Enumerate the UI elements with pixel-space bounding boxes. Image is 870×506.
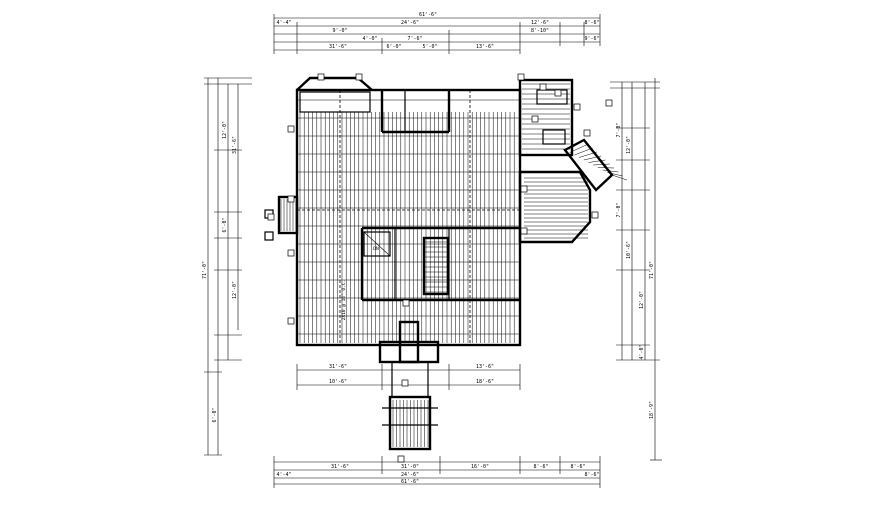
left-dim-4: 12'-0" [232, 281, 238, 299]
top-dim-9: 9'-6" [584, 36, 599, 42]
right-overall-dim: 71'-0" [649, 261, 655, 279]
mid-dim-2: 13'-6" [476, 364, 494, 370]
main-floor-block [295, 76, 522, 347]
mid-dim-3: 10'-6" [329, 379, 347, 385]
right-dim-7: 18'-9" [649, 401, 655, 419]
beam-tag-box [583, 129, 591, 137]
beam-tag-box [573, 103, 581, 111]
top-overall-dim: 61'-6" [419, 12, 437, 18]
joist-note: 2X10 @ 16" O.C. [341, 280, 347, 321]
beam-tag-box [287, 317, 295, 325]
framing-line [579, 151, 597, 158]
top-dim-12: 5'-0" [422, 44, 437, 50]
right-wing [518, 78, 628, 244]
top-dim-1: 4'-4" [276, 20, 291, 26]
top-dim-4: 8'-6" [584, 20, 599, 26]
entry-joists [392, 400, 429, 447]
framing-line [602, 169, 619, 173]
top-dim-5: 9'-0" [332, 28, 347, 34]
top-dim-13: 13'-6" [476, 44, 494, 50]
top-dim-6: 4'-0" [362, 36, 377, 42]
beam-tag-box [520, 227, 528, 235]
right-dim-6: 4'-0" [639, 344, 645, 359]
bottom-overall-dim: 61'-6" [401, 479, 419, 485]
top-dimension-strings: 61'-6" 4'-4" 24'-6" 12'-6" 8'-6" 9'-0" 4… [273, 12, 601, 54]
left-dim-1: 12'-0" [222, 121, 228, 139]
framing-line [564, 139, 585, 151]
stair-treads [425, 241, 447, 293]
beam-tag-box [517, 73, 525, 81]
framing-line [611, 174, 628, 181]
framing-line [583, 155, 602, 161]
beam-tag-box [531, 115, 539, 123]
bottom-dim-2: 31'-0" [401, 464, 419, 470]
beam-tag-box [591, 211, 599, 219]
left-dim-5: 6'-0" [212, 407, 218, 422]
framing-line [607, 172, 623, 177]
mid-dim-4: 18'-6" [476, 379, 494, 385]
top-dim-8: 8'-10" [531, 28, 549, 34]
framing-line [588, 159, 606, 163]
framing-line [569, 143, 589, 153]
framing-line [574, 147, 593, 156]
left-overall-dim: 71'-0" [202, 261, 208, 279]
bottom-dim-4: 8'-6" [533, 464, 548, 470]
left-dim-3: 6'-0" [222, 217, 228, 232]
left-bay [264, 195, 299, 241]
beam-tag-box [539, 83, 547, 91]
beam-tag-box [520, 185, 528, 193]
top-dim-2: 24'-6" [401, 20, 419, 26]
beam-tag-box [401, 379, 409, 387]
beam-tag-box [605, 99, 613, 107]
bottom-dim-8: 8'-6" [584, 472, 599, 478]
bottom-dimension-strings: 31'-6" 31'-0" 16'-0" 8'-6" 8'-6" 4'-4" 2… [273, 456, 601, 488]
right-wing-joists [522, 83, 570, 150]
right-dim-1: 7'-0" [616, 122, 622, 137]
right-dim-4: 10'-6" [626, 241, 632, 259]
top-dim-11: 6'-0" [386, 44, 401, 50]
top-dim-3: 12'-6" [531, 20, 549, 26]
front-entry [378, 320, 440, 451]
stair: DN 2X10 @ 16" O.C. [341, 231, 450, 321]
bottom-dim-7: 24'-6" [401, 472, 419, 478]
mid-dimension-strings: 31'-6" 13'-6" 10'-6" 18'-6" [296, 364, 521, 390]
mid-dim-1: 31'-6" [329, 364, 347, 370]
bottom-dim-5: 8'-6" [570, 464, 585, 470]
top-dim-10: 31'-6" [329, 44, 347, 50]
left-dimension-strings: 71'-0" 12'-0" 31'-6" 6'-0" 12'-0" 6'-0" [202, 77, 252, 456]
beam-tag-box [355, 73, 363, 81]
beam-tag-box [287, 195, 295, 203]
bottom-dim-6: 4'-4" [276, 472, 291, 478]
right-dim-2: 12'-0" [626, 136, 632, 154]
framing-line [597, 167, 615, 169]
stair-label: DN [373, 246, 379, 252]
beam-tag-box [317, 73, 325, 81]
left-bay-joists [280, 199, 297, 231]
octagonal-bay-joists [524, 177, 588, 239]
beam-tag-box [287, 249, 295, 257]
left-dim-2: 31'-6" [232, 136, 238, 154]
angled-joists [564, 139, 628, 181]
bottom-dim-1: 31'-6" [331, 464, 349, 470]
top-dim-7: 7'-6" [407, 36, 422, 42]
main-beams [297, 99, 520, 335]
beam-tag-box [554, 89, 562, 97]
beam-tag-box [287, 125, 295, 133]
right-dim-5: 12'-0" [639, 291, 645, 309]
bottom-dim-3: 16'-0" [471, 464, 489, 470]
beam-tag-box [267, 213, 275, 221]
beam-tags [267, 73, 613, 463]
right-dimension-strings: 7'-0" 12'-0" 7'-0" 10'-6" 12'-0" 4'-0" 7… [610, 78, 662, 461]
beam-tag-box [402, 299, 410, 307]
beam-tag-box [397, 455, 405, 463]
right-dim-3: 7'-0" [616, 202, 622, 217]
framing-line [593, 163, 610, 166]
